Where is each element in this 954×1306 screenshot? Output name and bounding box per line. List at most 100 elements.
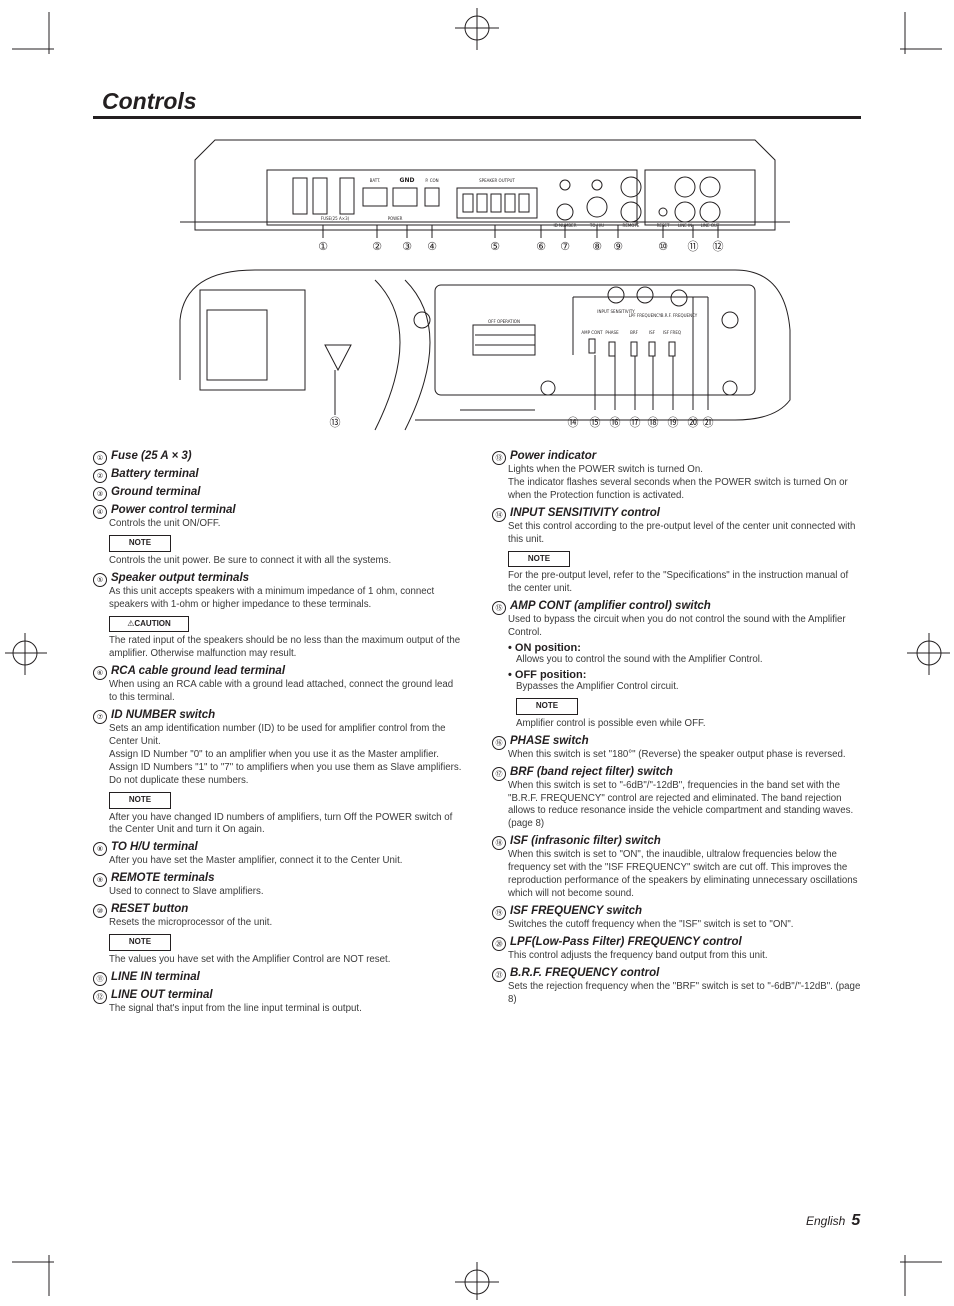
item-number: ㉑ — [492, 967, 506, 982]
item-body: When using an RCA cable with a ground le… — [109, 679, 463, 705]
label-isf: ISF — [649, 330, 656, 335]
item-heading: ⑰ BRF (band reject filter) switch — [492, 765, 862, 781]
callout-18: ⑱ — [648, 416, 659, 429]
note-badge: NOTE — [508, 550, 570, 568]
label-isf-freq: ISF FREQ — [663, 330, 681, 335]
item-number: ⑤ — [93, 572, 107, 587]
callout-3: ③ — [402, 240, 412, 253]
item-paragraph: When this switch is set "180°" (Reverse)… — [508, 748, 846, 760]
note-badge: NOTE — [109, 791, 171, 809]
item-body: Set this control according to the pre-ou… — [508, 521, 862, 597]
item-number: ⑯ — [492, 735, 506, 750]
position-heading: • ON position: — [508, 642, 581, 655]
note-badge: NOTE — [109, 934, 171, 951]
item-heading: ⑤ Speaker output terminals — [93, 571, 463, 587]
item-body: Used to bypass the circuit when you do n… — [508, 614, 862, 640]
callout-13: ⑬ — [330, 416, 341, 429]
label-lineout: LINE OUT — [701, 223, 720, 228]
item-number: ⑪ — [93, 971, 107, 986]
item-heading: ⑦ ID NUMBER switch — [93, 709, 463, 725]
item-body: Sets an amp identification number (ID) t… — [109, 723, 463, 837]
item-title: Speaker output terminals — [111, 571, 250, 584]
label-lpf-freq: LPF FREQUENCY — [629, 313, 662, 318]
callout-10: ⑩ — [658, 240, 668, 253]
callout-11: ⑪ — [688, 240, 699, 253]
item-heading: ⑬ Power indicator — [492, 450, 862, 465]
note-badge: NOTE — [516, 697, 578, 715]
item-paragraph: Sets the rejection frequency when the "B… — [508, 980, 861, 1005]
note-text: After you have changed ID numbers of amp… — [109, 811, 453, 836]
item-number: ⑦ — [93, 710, 107, 725]
note-text: Controls the unit power. Be sure to conn… — [109, 554, 392, 566]
item-title: BRF (band reject filter) switch — [510, 765, 673, 778]
item-number: ⑮ — [492, 601, 506, 616]
item-paragraph: When this switch is set to "ON", the ina… — [508, 849, 858, 899]
callout-19: ⑲ — [668, 416, 679, 429]
caution-badge: ⚠CAUTION — [109, 615, 189, 633]
item-title: RCA cable ground lead terminal — [111, 665, 286, 678]
label-fuse: FUSE(25 A×3) — [321, 216, 350, 221]
item-paragraph: When using an RCA cable with a ground le… — [109, 679, 454, 704]
label-power: POWER — [388, 216, 403, 221]
item-number: ⑬ — [492, 451, 506, 465]
item-number: ⑭ — [492, 507, 506, 522]
item-number: ⑫ — [93, 989, 107, 1004]
note-text: The rated input of the speakers should b… — [109, 635, 461, 660]
callout-8: ⑧ — [592, 240, 602, 253]
callout-21: ㉑ — [703, 416, 714, 429]
item-title: Power indicator — [510, 450, 597, 462]
item-title: LINE IN terminal — [111, 970, 200, 983]
item-paragraph: When this switch is set to "-6dB"/"-12dB… — [508, 779, 854, 830]
callout-5: ⑤ — [490, 240, 500, 253]
item-paragraph: Resets the microprocessor of the unit. — [109, 917, 273, 929]
item-body: After you have set the Master amplifier,… — [109, 855, 463, 868]
item-paragraph: After you have set the Master amplifier,… — [109, 855, 403, 867]
page-title: Controls — [102, 88, 197, 114]
page-footer: English 5 — [806, 1212, 860, 1230]
item-body: This control adjusts the frequency band … — [508, 950, 862, 963]
item-heading: ⑪ LINE IN terminal — [93, 970, 463, 986]
item-paragraph: Sets an amp identification number (ID) t… — [109, 723, 446, 747]
label-input-sens: INPUT SENSITIVITY — [597, 309, 635, 314]
item-title: ID NUMBER switch — [111, 709, 216, 722]
label-linein: LINE IN — [678, 223, 692, 228]
item-paragraph: Switches the cutoff frequency when the "… — [508, 918, 794, 930]
item-title: PHASE switch — [510, 734, 589, 747]
item-paragraph: The indicator flashes several seconds wh… — [508, 476, 848, 501]
item-body: Lights when the POWER switch is turned O… — [508, 464, 862, 503]
item-title: AMP CONT (amplifier control) switch — [510, 600, 711, 613]
item-paragraph: Used to connect to Slave amplifiers. — [109, 886, 264, 898]
label-tohu: TO H/U — [589, 223, 604, 228]
callout-4: ④ — [427, 240, 437, 253]
item-paragraph: Assign ID Number "0" to an amplifier whe… — [109, 748, 462, 786]
item-body: The signal that's input from the line in… — [109, 1003, 463, 1016]
label-speaker: SPEAKER OUTPUT — [479, 178, 515, 183]
title-rule — [93, 116, 861, 119]
note-text: For the pre-output level, refer to the "… — [508, 570, 849, 595]
item-number: ⑰ — [492, 766, 506, 781]
item-number: ⑧ — [93, 842, 107, 857]
item-body: Used to connect to Slave amplifiers. — [109, 886, 463, 899]
item-body: Sets the rejection frequency when the "B… — [508, 981, 862, 1007]
callout-15: ⑮ — [590, 416, 601, 429]
callout-16: ⑯ — [610, 416, 621, 429]
